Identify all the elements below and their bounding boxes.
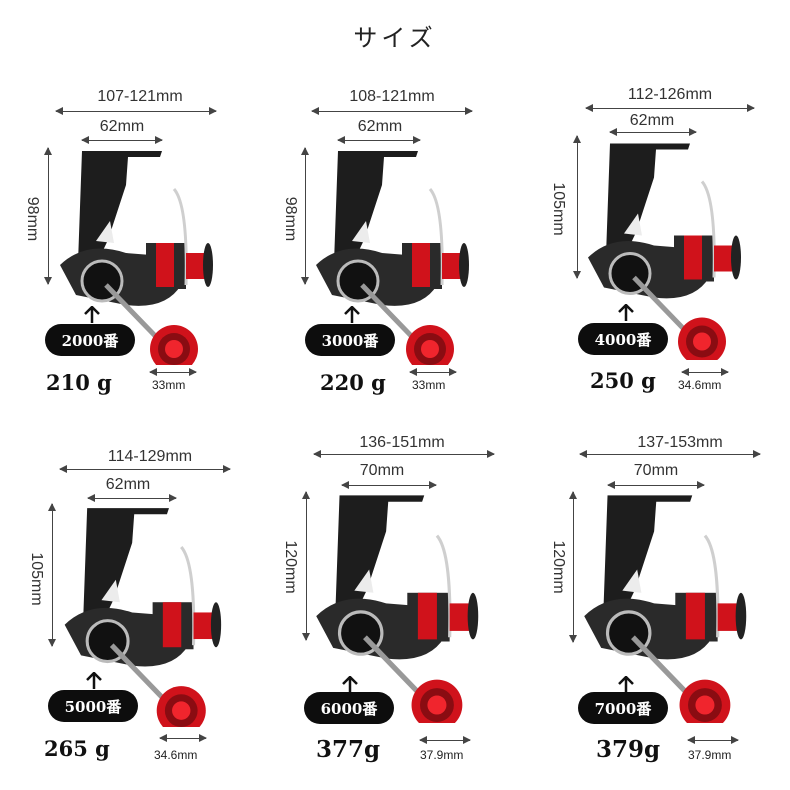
knob-width-label: 34.6mm [678, 378, 722, 392]
height-label: 105mm [28, 552, 45, 606]
overall-length-label: 112-126mm [627, 86, 713, 103]
knob-width-arrow [159, 734, 207, 742]
up-arrow-icon [86, 672, 102, 689]
height-arrow [573, 135, 581, 279]
overall-length-arrow [59, 465, 231, 473]
reel-image [60, 151, 213, 365]
reel-image [316, 151, 469, 365]
reel-image [584, 495, 747, 723]
height-label: 120mm [282, 540, 299, 594]
reel-image [316, 495, 479, 723]
weight-label: 210 g [46, 370, 112, 395]
spool-width-arrow [341, 481, 437, 489]
weight-label: 377g [316, 736, 381, 763]
overall-length-arrow [311, 107, 473, 115]
overall-length-label: 136-151mm [359, 434, 445, 451]
model-card-2000: 107-121mm 62mm 98mm 2000番 210 g 33mm [0, 80, 263, 440]
up-arrow-icon [618, 676, 634, 693]
page-title: サイズ [353, 24, 437, 52]
weight-label: 265 g [44, 736, 110, 761]
reel-image [588, 143, 741, 360]
model-card-5000: 114-129mm 62mm 105mm 5000番 265 g 34.6mm [0, 440, 263, 790]
weight-label: 379g [596, 736, 661, 763]
overall-length-arrow [585, 104, 755, 112]
spool-width-arrow [609, 128, 697, 136]
model-badge: 6000番 [304, 692, 394, 724]
knob-width-label: 33mm [152, 378, 186, 392]
spool-width-arrow [607, 481, 705, 489]
spool-width-arrow [87, 494, 177, 502]
model-card-3000: 108-121mm 62mm 98mm 3000番 220 g 33mm [270, 80, 533, 440]
spool-width-label: 62mm [629, 112, 675, 129]
overall-length-arrow [313, 450, 495, 458]
reel-image [64, 508, 222, 727]
overall-length-label: 114-129mm [107, 448, 193, 465]
knob-width-label: 34.6mm [154, 748, 198, 762]
knob-width-label: 37.9mm [688, 748, 732, 762]
weight-label: 250 g [590, 368, 656, 393]
knob-width-arrow [681, 368, 729, 376]
overall-length-arrow [55, 107, 217, 115]
knob-width-arrow [687, 736, 739, 744]
height-label: 120mm [550, 540, 567, 594]
spool-width-label: 70mm [633, 462, 679, 479]
knob-width-label: 37.9mm [420, 748, 464, 762]
spool-width-label: 62mm [357, 118, 403, 135]
spool-width-arrow [337, 136, 421, 144]
model-badge: 3000番 [305, 324, 395, 356]
overall-length-label: 107-121mm [97, 88, 183, 105]
spool-width-arrow [81, 136, 163, 144]
model-badge: 4000番 [578, 323, 668, 355]
model-card-4000: 112-126mm 62mm 105mm 4000番 250 g 34.6mm [530, 80, 790, 440]
knob-width-arrow [419, 736, 471, 744]
height-label: 98mm [24, 196, 41, 242]
up-arrow-icon [342, 676, 358, 693]
overall-length-arrow [579, 450, 761, 458]
knob-width-arrow [149, 368, 197, 376]
height-label: 105mm [550, 182, 567, 236]
up-arrow-icon [344, 306, 360, 323]
model-badge: 2000番 [45, 324, 135, 356]
height-label: 98mm [282, 196, 299, 242]
height-arrow [301, 147, 309, 285]
spool-width-label: 62mm [99, 118, 145, 135]
weight-label: 220 g [320, 370, 386, 395]
up-arrow-icon [618, 304, 634, 321]
overall-length-label: 108-121mm [349, 88, 435, 105]
model-card-6000: 136-151mm 70mm 120mm 6000番 377g 37.9mm [270, 430, 533, 790]
model-badge: 5000番 [48, 690, 138, 722]
up-arrow-icon [84, 306, 100, 323]
height-arrow [302, 491, 310, 641]
model-card-7000: 137-153mm 70mm 120mm 7000番 379g 37.9mm [530, 430, 790, 790]
model-badge: 7000番 [578, 692, 668, 724]
height-arrow [569, 491, 577, 643]
knob-width-arrow [409, 368, 457, 376]
overall-length-label: 137-153mm [637, 434, 723, 451]
height-arrow [48, 503, 56, 647]
spool-width-label: 62mm [105, 476, 151, 493]
knob-width-label: 33mm [412, 378, 446, 392]
height-arrow [44, 147, 52, 285]
spool-width-label: 70mm [359, 462, 405, 479]
